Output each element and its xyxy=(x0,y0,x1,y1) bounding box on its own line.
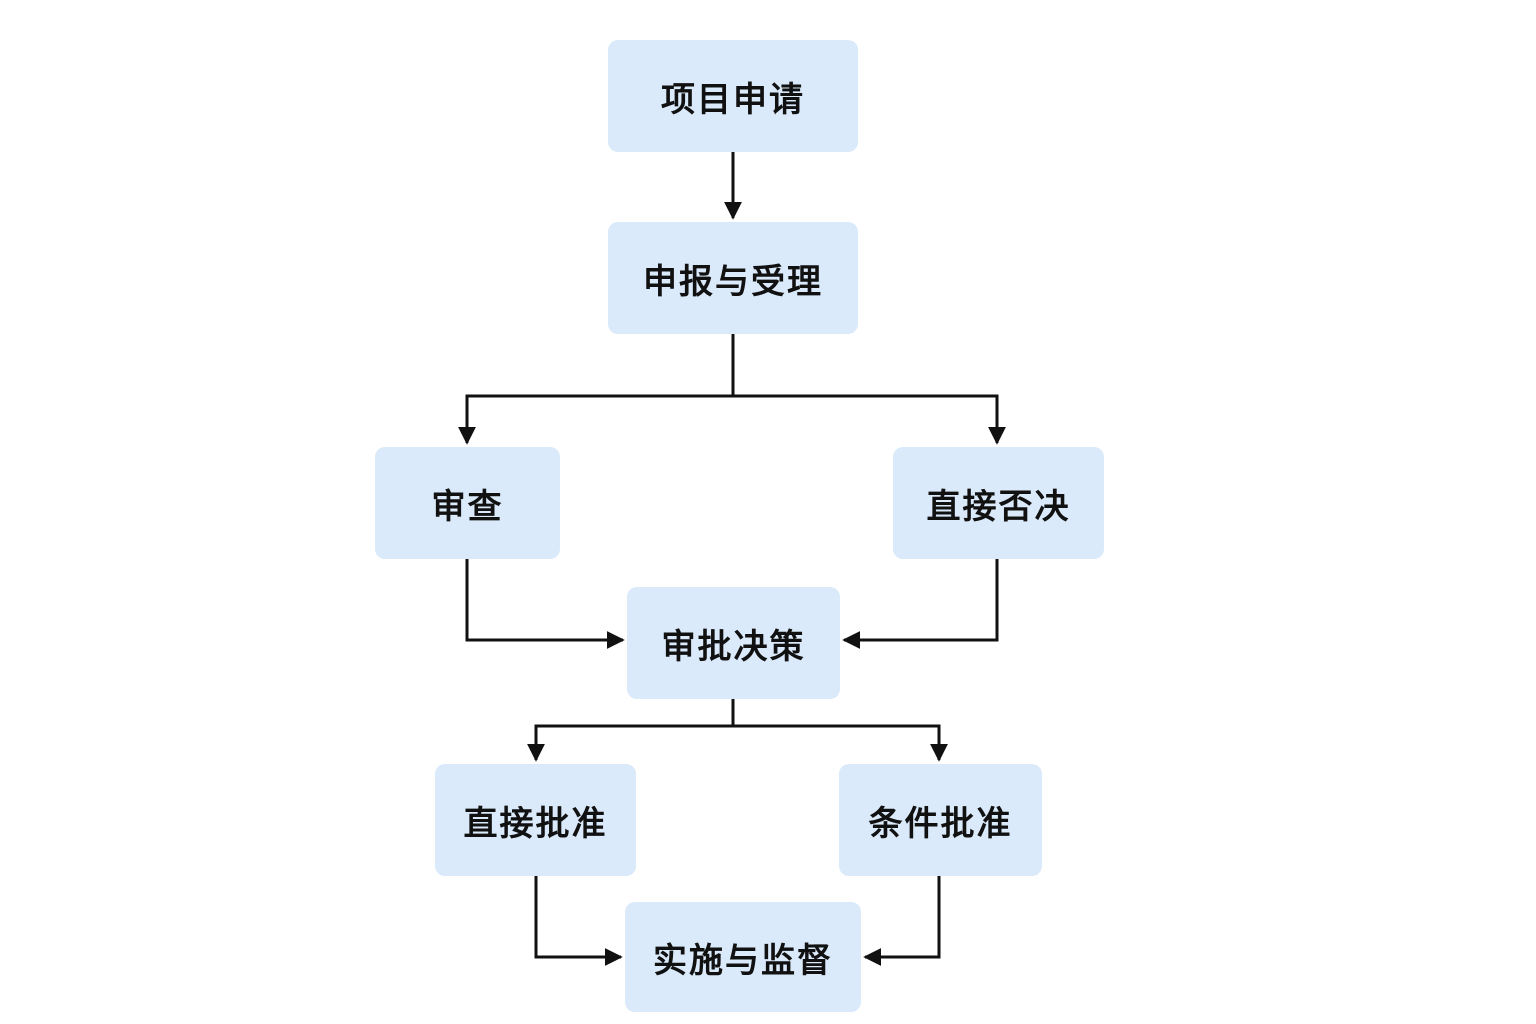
node-label: 审批决策 xyxy=(661,626,806,667)
node-direct-rejection: 直接否决 xyxy=(893,447,1104,559)
connector-split-to-rejection xyxy=(733,394,1006,445)
node-label: 项目申请 xyxy=(661,79,805,120)
node-label: 直接批准 xyxy=(463,803,608,844)
connector-review-to-decision xyxy=(465,559,625,649)
node-approval-decision: 审批决策 xyxy=(627,587,840,699)
node-label: 申报与受理 xyxy=(643,261,823,302)
node-review: 审查 xyxy=(375,447,560,559)
connector-decision-to-direct-approval xyxy=(527,724,733,762)
node-label: 审查 xyxy=(431,486,504,527)
node-label: 直接否决 xyxy=(926,486,1071,527)
connector-split-to-review xyxy=(458,394,733,445)
connector-direct-approval-to-implementation xyxy=(534,876,623,966)
connector-decision-to-conditional-approval xyxy=(733,724,948,762)
node-direct-approval: 直接批准 xyxy=(435,764,636,876)
node-project-application: 项目申请 xyxy=(608,40,858,152)
node-implementation-supervision: 实施与监督 xyxy=(625,902,861,1012)
connector-rejection-to-decision xyxy=(842,559,999,649)
node-conditional-approval: 条件批准 xyxy=(839,764,1042,876)
connector-conditional-approval-to-implementation xyxy=(863,876,941,966)
node-label: 条件批准 xyxy=(868,803,1013,844)
node-label: 实施与监督 xyxy=(653,940,833,981)
node-submission-acceptance: 申报与受理 xyxy=(608,222,858,334)
